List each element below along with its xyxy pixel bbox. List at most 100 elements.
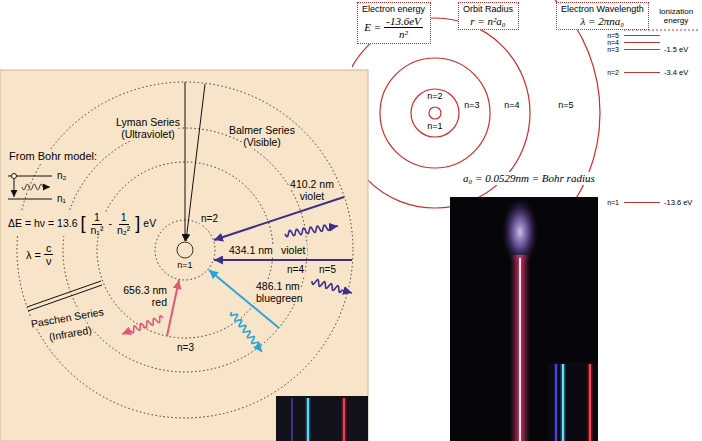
spectral-line	[343, 398, 345, 441]
formula-box: Electron energyE =-13.6eVn²	[357, 2, 431, 44]
series-label: Lyman Series	[115, 116, 181, 128]
fraction: 1n₂²	[115, 212, 132, 236]
formula-term: c	[44, 242, 54, 255]
panel-ground	[0, 70, 368, 441]
transition-arrow	[14, 179, 15, 197]
photon-wave	[122, 316, 163, 334]
spectrum-inset	[276, 396, 368, 441]
color-label: red	[151, 296, 168, 308]
level-label: n=1	[176, 260, 193, 270]
energy-levels	[624, 30, 700, 203]
level-label: n=1	[606, 199, 620, 207]
spectral-line-glow	[554, 364, 558, 441]
color-label: bluegreen	[255, 292, 304, 304]
series-label: Balmer Series	[228, 124, 296, 136]
wavelength-label: 434.1 nm	[228, 244, 274, 256]
fraction: 1n₁²	[89, 212, 106, 236]
level-label: n=5	[318, 264, 337, 276]
photon-wave	[312, 280, 352, 293]
level-label: n=5	[606, 32, 620, 39]
formula-term: E =	[364, 21, 381, 33]
energy-level-line	[624, 42, 660, 43]
photon-wave	[231, 312, 262, 352]
formula-term: λ = 2πna₀	[581, 15, 625, 27]
spectral-line-glow	[588, 364, 593, 441]
energy-value: -3.4 eV	[663, 69, 689, 78]
spectral-line	[562, 364, 564, 441]
level-label: n=3	[606, 46, 620, 53]
box-row: Electron energy	[362, 5, 425, 15]
energy-level-line	[624, 35, 660, 36]
balmer-line	[214, 197, 344, 240]
box-row: Orbit Radius	[463, 5, 513, 15]
orbit-label: n=5	[557, 100, 574, 110]
formula-term: [	[80, 214, 85, 234]
color-label: violet	[280, 244, 307, 256]
color-label: violet	[299, 190, 326, 202]
lyman-line	[185, 82, 186, 241]
formula-term: ν	[44, 255, 54, 267]
orbit-circle	[429, 107, 441, 119]
level-line	[8, 199, 52, 200]
spectrum-inset	[548, 362, 598, 441]
formula-term: λ =	[26, 249, 41, 261]
formula-term: r = n²a₀	[470, 15, 505, 27]
formula-box: Orbit Radiusr = n²a₀	[458, 2, 519, 30]
box-content: Orbit Radiusr = n²a₀	[463, 5, 513, 27]
spectral-line	[307, 398, 309, 441]
formula-term: ΔE = hν = 13.6	[8, 218, 77, 230]
formula-term: 1	[92, 212, 102, 225]
balmer-line	[167, 280, 179, 336]
level-label: n=3	[176, 342, 195, 354]
electron	[12, 174, 17, 179]
level-label: n=4	[606, 39, 620, 46]
formula-term: n²	[397, 28, 410, 40]
paschen-line	[27, 281, 101, 307]
box-content: Electron Wavelengthλ = 2πna₀	[561, 5, 644, 27]
orbit-label: n=2	[426, 91, 443, 101]
formula-box: Electron Wavelengthλ = 2πna₀	[556, 2, 649, 30]
spectral-line-glow	[561, 364, 566, 441]
tube-glow	[510, 255, 530, 441]
spectral-line-glow	[306, 398, 311, 441]
heading-text: From Bohr model:	[8, 150, 98, 163]
orbit-circle	[380, 58, 490, 168]
orbit-ring	[17, 82, 353, 418]
box-row: E =-13.6eVn²	[362, 15, 425, 40]
formula: ΔE = hν = 13.6[1n₁²-1n₂²]eV	[6, 212, 158, 236]
energy-value: -13.6 eV	[663, 199, 693, 208]
spectral-line	[555, 364, 557, 441]
formula-term: Electron energy	[362, 5, 425, 15]
balmer-line	[214, 259, 352, 261]
formula-term: ]	[135, 214, 140, 234]
formula-term: Electron Wavelength	[561, 5, 644, 15]
photo-ground	[450, 197, 598, 441]
wavelength-label: 656.3 nm	[122, 284, 168, 296]
formula: λ =cν	[24, 242, 55, 267]
series-label: (Infrared)	[47, 323, 94, 343]
level-label: n=2	[200, 213, 219, 225]
fraction: -13.6eVn²	[384, 15, 423, 40]
energy-level-line	[624, 72, 660, 73]
series-label: (Visible)	[242, 136, 282, 148]
photon-wave	[285, 225, 338, 237]
orbit-rings	[17, 82, 353, 418]
box-content: Electron energyE =-13.6eVn²	[362, 5, 425, 40]
wavelength-label: 486.1 nm	[255, 280, 301, 292]
fraction: cν	[44, 242, 54, 267]
ionization-label: Ionization energy	[652, 8, 700, 26]
wavelength-label: 410.2 nm	[289, 178, 335, 190]
photon-waves	[22, 184, 352, 352]
bohr-radius-note: a₀ = 0.0529nm = Bohr radius	[462, 172, 596, 185]
level-label: n=2	[606, 69, 620, 77]
orbit-label: n=3	[463, 100, 480, 110]
energy-value: -1.5 eV	[663, 46, 689, 55]
series-label: Paschen Series	[29, 305, 105, 330]
formula-term: n₁²	[89, 225, 106, 237]
series-label: (Ultraviolet)	[120, 128, 176, 140]
formula-term: Orbit Radius	[463, 5, 513, 15]
energy-level-line	[624, 49, 660, 50]
formula-term: -	[108, 218, 112, 230]
